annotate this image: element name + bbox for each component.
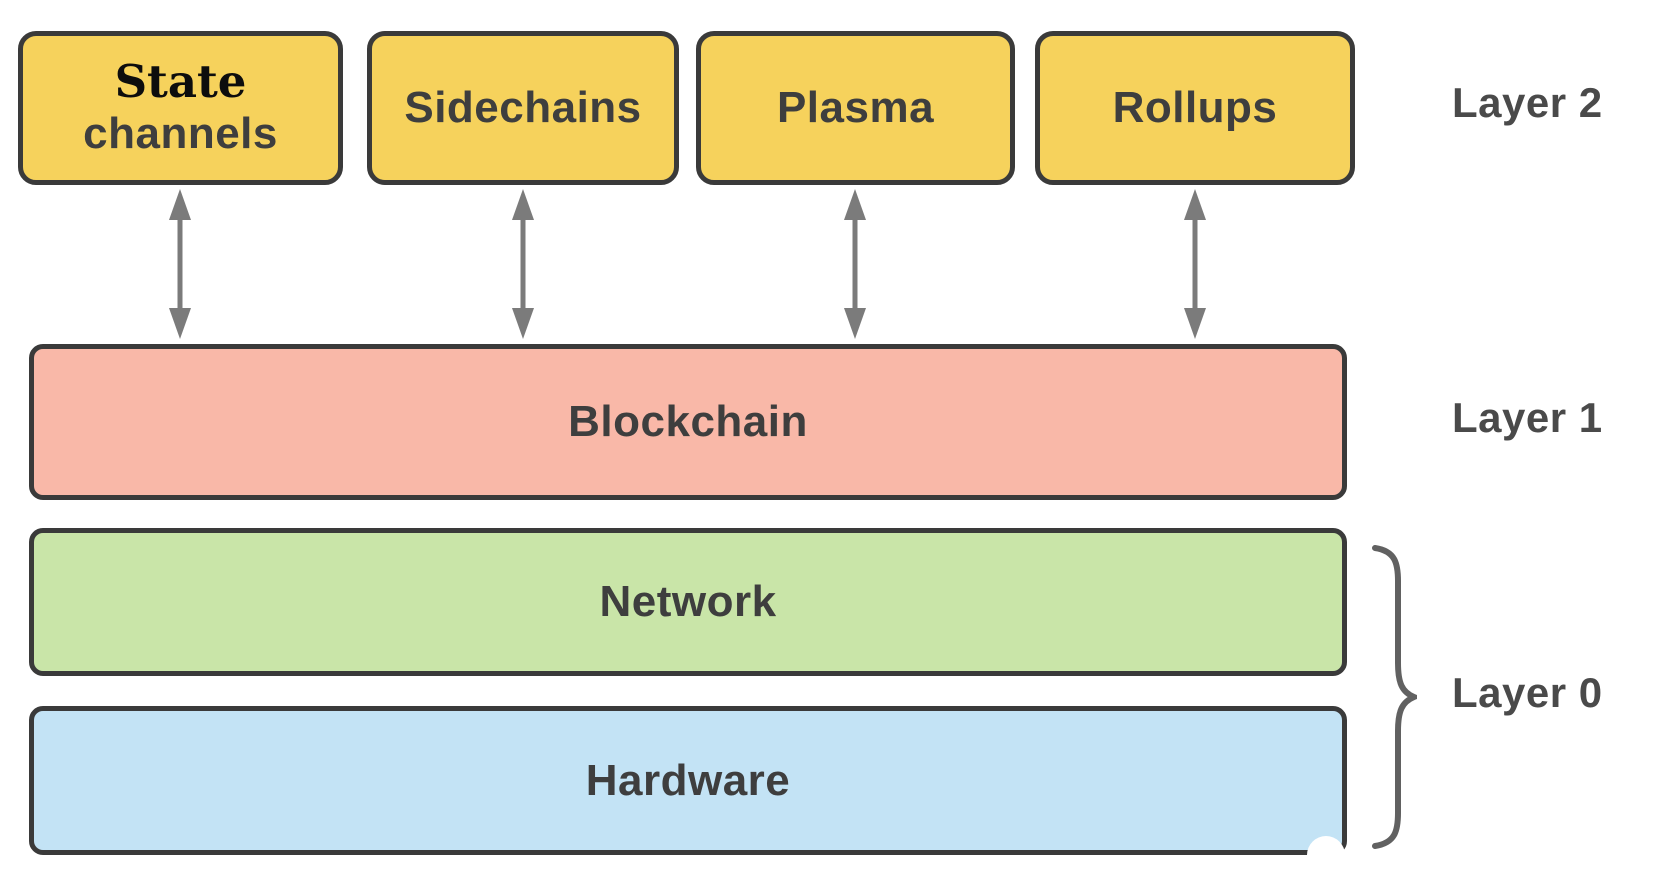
double-arrow-icon xyxy=(169,189,191,339)
sidechains-label: Sidechains xyxy=(404,83,642,132)
plasma-label: Plasma xyxy=(776,83,935,132)
layer2-box-sidechains: Sidechains xyxy=(367,31,679,185)
layer1-box-blockchain: Blockchain xyxy=(29,344,1347,500)
layer2-box-rollups: Rollups xyxy=(1035,31,1355,185)
layer0-box-hardware: Hardware xyxy=(29,706,1347,855)
blockchain-label: Blockchain xyxy=(568,397,808,446)
layer1-label: Layer 1 xyxy=(1452,394,1603,441)
double-arrow-icon xyxy=(512,189,534,339)
layer2-label: Layer 2 xyxy=(1452,79,1603,126)
network-label: Network xyxy=(599,577,777,626)
corner-notch xyxy=(1307,836,1345,874)
layer2-box-plasma: Plasma xyxy=(696,31,1015,185)
double-arrow-icon xyxy=(1184,189,1206,339)
rollups-label: Rollups xyxy=(1112,83,1278,132)
layer2-box-state-channels: State channels xyxy=(18,31,343,185)
state-channels-line1: State xyxy=(114,55,247,108)
double-arrow-icon xyxy=(844,189,866,339)
layer0-box-network: Network xyxy=(29,528,1347,676)
state-channels-line2: channels xyxy=(83,109,278,158)
curly-brace-icon xyxy=(1372,545,1417,849)
layer0-label: Layer 0 xyxy=(1452,669,1603,716)
hardware-label: Hardware xyxy=(585,755,791,805)
